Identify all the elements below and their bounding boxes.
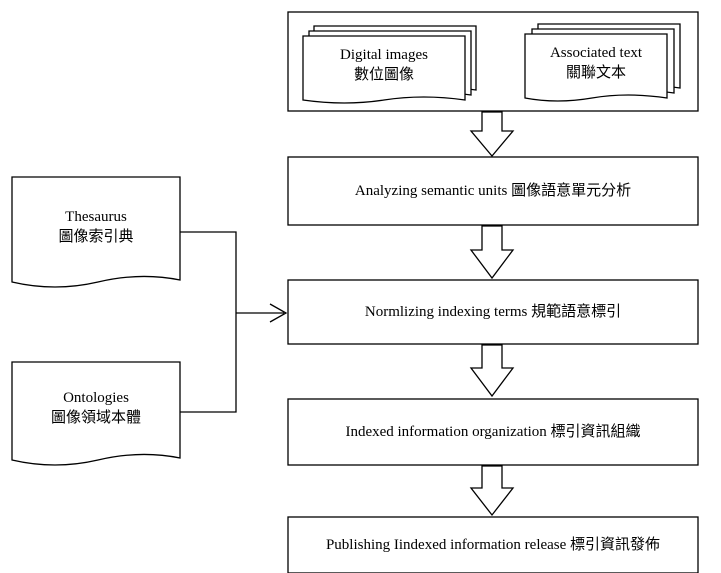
- step-publishing-label: Publishing Iindexed information release …: [325, 537, 661, 553]
- ontologies-zh: 圖像領域本體: [50, 410, 141, 426]
- associated-text-stack: [524, 23, 681, 102]
- connector-ontologies: [180, 313, 237, 413]
- ontologies-en: Ontologies: [63, 390, 129, 406]
- thesaurus-en: Thesaurus: [65, 209, 127, 225]
- block-arrow-1: [469, 111, 515, 158]
- associated-text-zh: 關聯文本: [565, 65, 626, 81]
- associated-text-en: Associated text: [549, 45, 643, 61]
- step-organization-label: Indexed information organization 標引資訊組織: [345, 424, 641, 440]
- connector-arrowhead: [269, 303, 288, 323]
- associated-text-label: Associated text 關聯文本: [525, 38, 667, 88]
- block-arrow-3: [469, 344, 515, 398]
- step-box-publishing: [287, 516, 699, 573]
- connector-thesaurus: [180, 231, 237, 313]
- digital-images-en: Digital images: [340, 47, 428, 63]
- digital-images-label: Digital images 數位圖像: [303, 40, 465, 90]
- digital-images-stack: [302, 25, 477, 104]
- thesaurus-label: Thesaurus 圖像索引典: [12, 200, 180, 254]
- ontologies-label: Ontologies 圖像領域本體: [12, 380, 180, 436]
- step-box-organization: [287, 398, 699, 466]
- step-analyzing-label: Analyzing semantic units 圖像語意單元分析: [354, 183, 632, 199]
- digital-images-zh: 數位圖像: [353, 67, 414, 83]
- block-arrow-2: [469, 225, 515, 280]
- block-arrow-4: [469, 465, 515, 517]
- thesaurus-document: [11, 176, 181, 288]
- step-box-analyzing: [287, 156, 699, 226]
- step-box-normalizing: [287, 279, 699, 345]
- ontologies-document: [11, 361, 181, 466]
- step-normalizing-label: Normlizing indexing terms 規範語意標引: [364, 304, 622, 320]
- thesaurus-zh: 圖像索引典: [58, 229, 134, 245]
